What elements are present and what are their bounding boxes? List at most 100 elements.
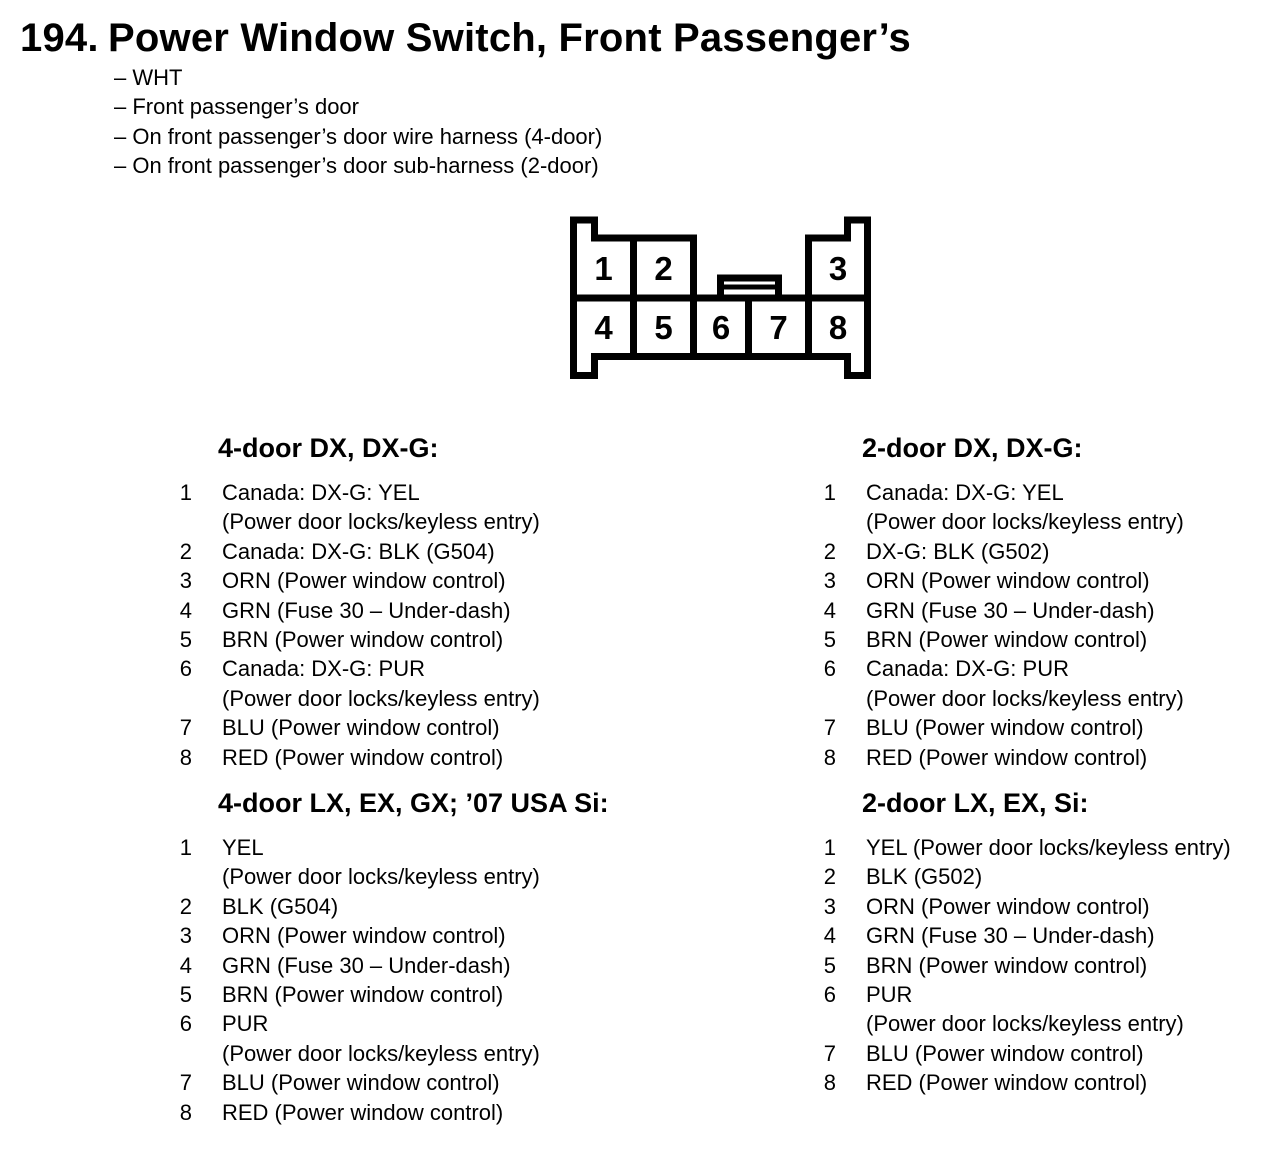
pin-row: 1 Canada: DX-G: YEL(Power door locks/key… bbox=[176, 478, 540, 537]
pin-row: 4 GRN (Fuse 30 – Under-dash) bbox=[176, 596, 540, 625]
pin-description: ORN (Power window control) bbox=[222, 568, 506, 594]
pin-description: YEL (Power door locks/keyless entry) bbox=[866, 835, 1231, 860]
pin-row: 1 YEL (Power door locks/keyless entry) bbox=[820, 833, 1231, 862]
figure-title: 194. Power Window Switch, Front Passenge… bbox=[20, 16, 911, 60]
pin-row: 6 Canada: DX-G: PUR(Power door locks/key… bbox=[820, 654, 1184, 713]
pin-description: Canada: DX-G: PUR(Power door locks/keyle… bbox=[866, 656, 1184, 711]
note-line: – Front passenger’s door bbox=[114, 94, 359, 120]
figure-name: Power Window Switch, Front Passenger’s bbox=[108, 16, 911, 60]
pin-description: Canada: DX-G: PUR(Power door locks/keyle… bbox=[222, 656, 540, 711]
pin-row: 5 BRN (Power window control) bbox=[820, 951, 1231, 980]
pin-row: 1 Canada: DX-G: YEL(Power door locks/key… bbox=[820, 478, 1184, 537]
pin-cavity-8: 8 bbox=[829, 309, 847, 346]
pin-list: 1 Canada: DX-G: YEL(Power door locks/key… bbox=[176, 478, 540, 772]
connector-cell-dividers bbox=[573, 238, 868, 357]
pin-number: 2 bbox=[823, 864, 836, 890]
pin-number: 8 bbox=[179, 744, 192, 770]
pin-number: 5 bbox=[823, 627, 836, 653]
pin-cavity-2: 2 bbox=[654, 250, 672, 287]
note-line: – On front passenger’s door sub-harness … bbox=[114, 152, 599, 178]
pin-description: BLK (G504) bbox=[222, 893, 339, 919]
connector-notes: – WHT – Front passenger’s door – On fron… bbox=[114, 63, 602, 180]
pin-row: 6 Canada: DX-G: PUR(Power door locks/key… bbox=[176, 654, 540, 713]
pin-number: 7 bbox=[179, 715, 192, 741]
pin-row: 5 BRN (Power window control) bbox=[176, 625, 540, 654]
pin-row: 2 BLK (G504) bbox=[176, 892, 609, 921]
pin-number: 8 bbox=[823, 744, 836, 770]
pin-description: BLU (Power window control) bbox=[222, 715, 500, 741]
pin-description: DX-G: BLK (G502) bbox=[866, 538, 1050, 564]
pin-number: 7 bbox=[823, 715, 836, 741]
pin-row: 6 PUR(Power door locks/keyless entry) bbox=[176, 1009, 609, 1068]
pin-number: 8 bbox=[179, 1099, 192, 1125]
pin-number: 3 bbox=[179, 923, 192, 949]
pin-description: GRN (Fuse 30 – Under-dash) bbox=[866, 923, 1155, 949]
pin-description: BLU (Power window control) bbox=[866, 1040, 1144, 1066]
pin-number: 2 bbox=[823, 538, 836, 564]
pin-row: 7 BLU (Power window control) bbox=[820, 713, 1184, 742]
pin-description: Canada: DX-G: BLK (G504) bbox=[222, 538, 495, 564]
pin-description: BRN (Power window control) bbox=[866, 627, 1148, 653]
pin-number: 1 bbox=[179, 480, 192, 505]
figure-number: 194. bbox=[20, 16, 99, 60]
pin-row: 7 BLU (Power window control) bbox=[820, 1039, 1231, 1068]
pin-description: RED (Power window control) bbox=[222, 1099, 504, 1125]
section-4door-dx-dxg: 4-door DX, DX-G: 1 Canada: DX-G: YEL(Pow… bbox=[176, 433, 540, 772]
pin-number: 4 bbox=[823, 923, 836, 949]
pin-row: 8 RED (Power window control) bbox=[820, 1068, 1231, 1097]
section-heading: 2-door DX, DX-G: bbox=[862, 433, 1083, 463]
pin-description: BLU (Power window control) bbox=[866, 715, 1144, 741]
pin-number: 4 bbox=[179, 597, 192, 623]
pin-row: 3 ORN (Power window control) bbox=[176, 566, 540, 595]
pin-number: 3 bbox=[179, 568, 192, 594]
pin-list: 1 YEL (Power door locks/keyless entry) 2… bbox=[820, 833, 1231, 1098]
pin-cavity-1: 1 bbox=[594, 250, 612, 287]
pin-number: 2 bbox=[179, 538, 192, 564]
section-4door-lx-ex-gx-si: 4-door LX, EX, GX; ’07 USA Si: 1 YEL(Pow… bbox=[176, 788, 609, 1127]
pin-description: PUR(Power door locks/keyless entry) bbox=[866, 982, 1184, 1037]
pin-description: GRN (Fuse 30 – Under-dash) bbox=[222, 952, 511, 978]
pin-row: 3 ORN (Power window control) bbox=[820, 566, 1184, 595]
pin-number: 2 bbox=[179, 893, 192, 919]
pin-description: Canada: DX-G: YEL(Power door locks/keyle… bbox=[222, 480, 540, 535]
pin-list: 1 Canada: DX-G: YEL(Power door locks/key… bbox=[820, 478, 1184, 772]
pin-row: 5 BRN (Power window control) bbox=[176, 980, 609, 1009]
pin-description: GRN (Fuse 30 – Under-dash) bbox=[222, 597, 511, 623]
pin-row: 2 DX-G: BLK (G502) bbox=[820, 537, 1184, 566]
pin-description: BRN (Power window control) bbox=[866, 952, 1148, 978]
pin-description: PUR(Power door locks/keyless entry) bbox=[222, 1011, 540, 1066]
pin-number: 7 bbox=[179, 1070, 192, 1096]
pin-description: RED (Power window control) bbox=[866, 744, 1148, 770]
pin-row: 8 RED (Power window control) bbox=[820, 743, 1184, 772]
pin-row: 5 BRN (Power window control) bbox=[820, 625, 1184, 654]
pin-number: 6 bbox=[179, 656, 192, 682]
pin-number: 4 bbox=[823, 597, 836, 623]
pin-row: 4 GRN (Fuse 30 – Under-dash) bbox=[176, 951, 609, 980]
pin-number: 6 bbox=[823, 656, 836, 682]
pin-number: 1 bbox=[823, 480, 836, 505]
pin-description: BLK (G502) bbox=[866, 864, 983, 890]
pin-number: 3 bbox=[823, 568, 836, 594]
section-2door-lx-ex-si: 2-door LX, EX, Si: 1 YEL (Power door loc… bbox=[820, 788, 1231, 1098]
pin-row: 3 ORN (Power window control) bbox=[820, 892, 1231, 921]
pin-description: ORN (Power window control) bbox=[866, 568, 1150, 594]
pin-description: BRN (Power window control) bbox=[222, 627, 504, 653]
section-heading: 2-door LX, EX, Si: bbox=[862, 788, 1089, 818]
pin-cavity-4: 4 bbox=[594, 309, 613, 346]
pin-number: 5 bbox=[823, 952, 836, 978]
pin-cavity-7: 7 bbox=[769, 309, 787, 346]
section-2door-dx-dxg: 2-door DX, DX-G: 1 Canada: DX-G: YEL(Pow… bbox=[820, 433, 1184, 772]
pin-row: 6 PUR(Power door locks/keyless entry) bbox=[820, 980, 1231, 1039]
pin-cavity-5: 5 bbox=[654, 309, 672, 346]
pin-number: 5 bbox=[179, 982, 192, 1008]
connector-pinout-diagram: 1 2 3 4 5 6 7 8 bbox=[570, 216, 871, 379]
pin-description: Canada: DX-G: YEL(Power door locks/keyle… bbox=[866, 480, 1184, 535]
section-heading: 4-door LX, EX, GX; ’07 USA Si: bbox=[218, 788, 609, 818]
pin-cavity-6: 6 bbox=[712, 309, 730, 346]
pin-row: 4 GRN (Fuse 30 – Under-dash) bbox=[820, 596, 1184, 625]
pin-number: 6 bbox=[179, 1011, 192, 1037]
pin-number: 1 bbox=[179, 835, 192, 860]
pin-number: 4 bbox=[179, 952, 192, 978]
note-line: – WHT bbox=[114, 65, 183, 90]
